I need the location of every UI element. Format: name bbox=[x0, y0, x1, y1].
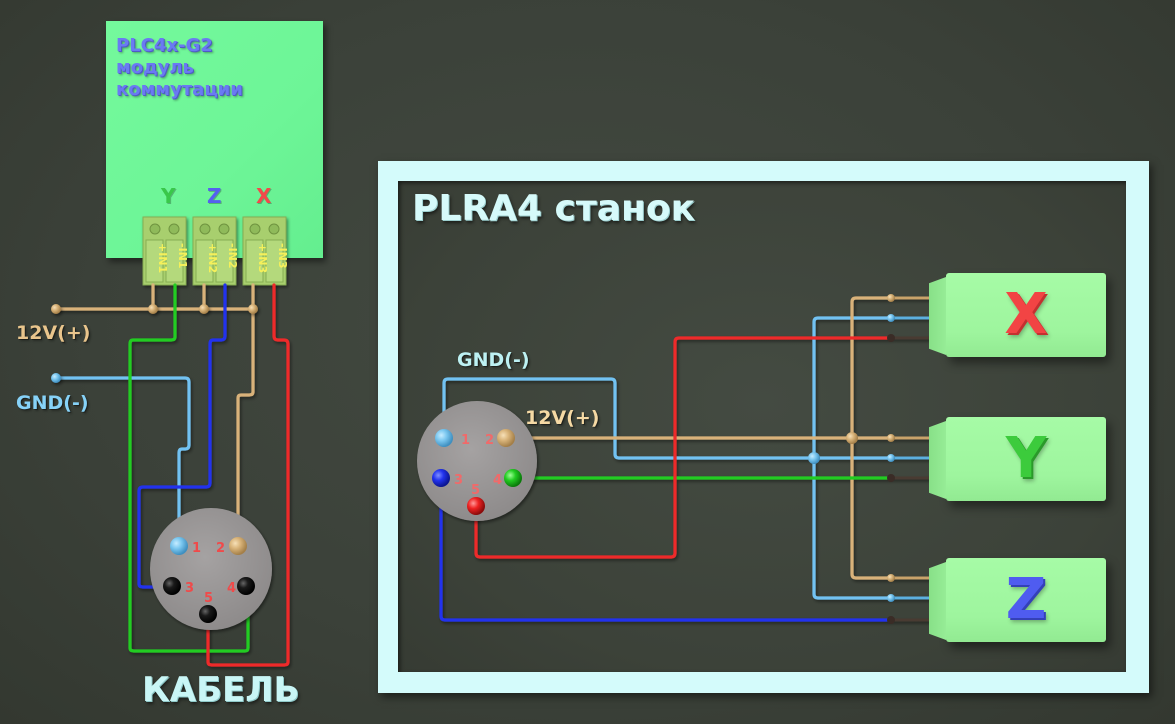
node-12v-left bbox=[51, 304, 61, 314]
machine-pin-1 bbox=[435, 429, 453, 447]
node-12v-z bbox=[199, 304, 209, 314]
node-12v-x bbox=[248, 304, 258, 314]
terminal-axis-x: X bbox=[256, 184, 272, 208]
node-12v-junction bbox=[846, 432, 858, 444]
machine-pin-number-3: 3 bbox=[454, 473, 463, 488]
motor-x-label: X bbox=[1004, 282, 1048, 347]
motor-y: Y bbox=[946, 417, 1106, 501]
wire-signal-in1 bbox=[128, 283, 250, 653]
wire-gnd-pin1 bbox=[442, 377, 895, 460]
machine-pin-number-2: 2 bbox=[485, 433, 494, 448]
wire-12v-drop-x bbox=[236, 283, 255, 547]
bus-nodes-right bbox=[808, 294, 895, 624]
terminal-axis-y: Y bbox=[161, 184, 176, 208]
machine-pin-3 bbox=[432, 469, 450, 487]
pin-label-in2-minus: -IN2 bbox=[226, 243, 239, 269]
pin-label-in1-plus: +IN1 bbox=[156, 243, 169, 273]
cable-pin-number-3: 3 bbox=[185, 581, 194, 596]
node-x-power bbox=[887, 294, 895, 302]
machine-pin-number-5: 5 bbox=[471, 483, 480, 498]
module-title-line3: коммутации bbox=[116, 79, 243, 100]
terminal-block-z bbox=[192, 216, 237, 286]
cable-connector: 1 2 3 4 5 bbox=[150, 508, 272, 630]
label-gnd-left: GND(-) bbox=[16, 392, 89, 414]
wire-gnd-left bbox=[54, 376, 191, 547]
cable-label: КАБЕЛЬ bbox=[142, 670, 300, 710]
terminal-block-y bbox=[142, 216, 187, 286]
label-gnd-machine: GND(-) bbox=[457, 349, 530, 371]
node-z-ground bbox=[887, 594, 895, 602]
module-title-line1: PLC4x-G2 bbox=[116, 35, 213, 56]
label-12v-left: 12V(+) bbox=[16, 322, 91, 344]
machine-pin-number-1: 1 bbox=[461, 433, 470, 448]
motor-y-label: Y bbox=[1005, 426, 1047, 491]
cable-pin-number-4: 4 bbox=[227, 581, 236, 596]
machine-title: PLRA4 станок bbox=[412, 188, 696, 229]
wire-signal-in3 bbox=[206, 283, 290, 667]
module-title: PLC4x-G2 модуль коммутации bbox=[116, 35, 243, 101]
machine-pin-number-4: 4 bbox=[493, 473, 502, 488]
module-title-line2: модуль bbox=[116, 57, 194, 78]
cable-pin-number-1: 1 bbox=[192, 541, 201, 556]
node-gnd-junction bbox=[808, 452, 820, 464]
cable-pin-3 bbox=[163, 577, 181, 595]
bus-nodes-left bbox=[51, 304, 258, 383]
terminal-axis-z: Z bbox=[207, 184, 222, 208]
pin-label-in2-plus: +IN2 bbox=[206, 243, 219, 273]
node-z-power bbox=[887, 574, 895, 582]
node-x-signal bbox=[887, 334, 895, 342]
machine-pin-4 bbox=[504, 469, 522, 487]
terminal-blocks bbox=[142, 216, 287, 286]
node-y-ground bbox=[887, 454, 895, 462]
cable-pin-number-5: 5 bbox=[204, 591, 213, 606]
cable-pin-number-2: 2 bbox=[216, 541, 225, 556]
wire-signal-in2 bbox=[137, 283, 227, 589]
machine-pin-5 bbox=[467, 497, 485, 515]
node-x-ground bbox=[887, 314, 895, 322]
machine-connector: 1 2 3 4 5 bbox=[417, 401, 537, 521]
motor-x: X bbox=[946, 273, 1106, 357]
cable-pin-5 bbox=[199, 605, 217, 623]
node-y-signal bbox=[887, 474, 895, 482]
terminal-block-x bbox=[242, 216, 287, 286]
node-gnd-left bbox=[51, 373, 61, 383]
wire-signal-x bbox=[474, 336, 893, 559]
pin-label-in3-plus: +IN3 bbox=[256, 243, 269, 273]
motor-z: Z bbox=[946, 558, 1106, 642]
node-y-power bbox=[887, 434, 895, 442]
pin-label-in1-minus: -IN1 bbox=[176, 243, 189, 269]
terminal-pin-labels: +IN1 -IN1 +IN2 -IN2 +IN3 -IN3 bbox=[156, 243, 289, 273]
label-12v-machine: 12V(+) bbox=[525, 407, 600, 429]
wire-signal-z bbox=[439, 476, 893, 622]
cable-pin-1 bbox=[170, 537, 188, 555]
machine-pin-2 bbox=[497, 429, 515, 447]
cable-pin-2 bbox=[229, 537, 247, 555]
node-12v-y bbox=[148, 304, 158, 314]
node-z-signal bbox=[887, 616, 895, 624]
pin-label-in3-minus: -IN3 bbox=[276, 243, 289, 269]
motor-z-label: Z bbox=[1005, 567, 1047, 632]
cable-pin-4 bbox=[237, 577, 255, 595]
